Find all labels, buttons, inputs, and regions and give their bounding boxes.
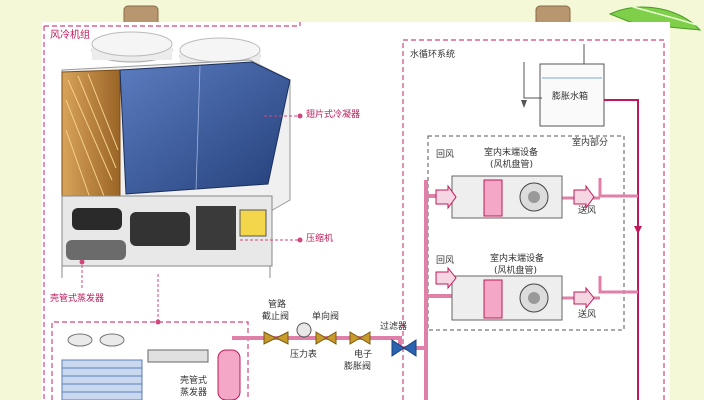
fan-coil-unit-2 (435, 266, 595, 321)
refrigerant-boundary (51, 321, 249, 400)
label-return-air-2: 回风 (436, 256, 455, 266)
expansion-tank (521, 44, 605, 127)
label-eev-line1: 电子 (354, 350, 373, 360)
label-supply-air-2: 送风 (578, 310, 597, 320)
label-evaporator-lower-line1: 壳管式 (180, 376, 208, 386)
label-pipe-stop-valve-line1: 管路 (268, 300, 287, 310)
label-eev-line2: 膨胀阀 (344, 362, 372, 372)
label-terminal-2-line2: (风机盘管) (494, 266, 538, 276)
fan-coil-unit-1 (435, 175, 595, 219)
pressure-gauge (296, 322, 312, 338)
check-valve (315, 331, 337, 345)
label-terminal-1-line2: (风机盘管) (490, 160, 534, 170)
label-filter: 过滤器 (380, 322, 408, 332)
label-supply-air-1: 送风 (578, 206, 597, 216)
pointer-lines (79, 113, 303, 325)
label-check-valve: 单向阀 (312, 312, 340, 322)
water-system-boundary (402, 39, 665, 400)
label-pipe-stop-valve-line2: 截止阀 (262, 312, 290, 322)
label-evaporator-lower-line2: 蒸发器 (180, 388, 208, 398)
label-fin-condenser: 翅片式冷凝器 (306, 110, 361, 120)
air-cooled-chiller (61, 31, 291, 278)
top-decoration (123, 5, 702, 31)
label-compressor: 压缩机 (306, 234, 334, 244)
electronic-expansion-valve (349, 331, 371, 345)
fin-condenser-panel (119, 61, 291, 195)
label-shell-tube-evaporator: 壳管式蒸发器 (50, 294, 105, 304)
label-expansion-tank: 膨胀水箱 (552, 92, 589, 102)
outdoor-boundary (43, 22, 301, 400)
lower-evaporator (61, 333, 241, 400)
label-return-air-1: 回风 (436, 150, 455, 160)
pipe-stop-valve (263, 331, 289, 345)
filter (391, 339, 417, 357)
label-air-cooled-unit: 风冷机组 (50, 30, 90, 41)
label-water-circulation: 水循环系统 (410, 50, 456, 60)
label-indoor-section: 室内部分 (572, 138, 609, 148)
label-terminal-2-line1: 室内末端设备 (490, 254, 545, 264)
label-terminal-1-line1: 室内末端设备 (484, 148, 539, 158)
label-pressure-gauge: 压力表 (290, 350, 318, 360)
